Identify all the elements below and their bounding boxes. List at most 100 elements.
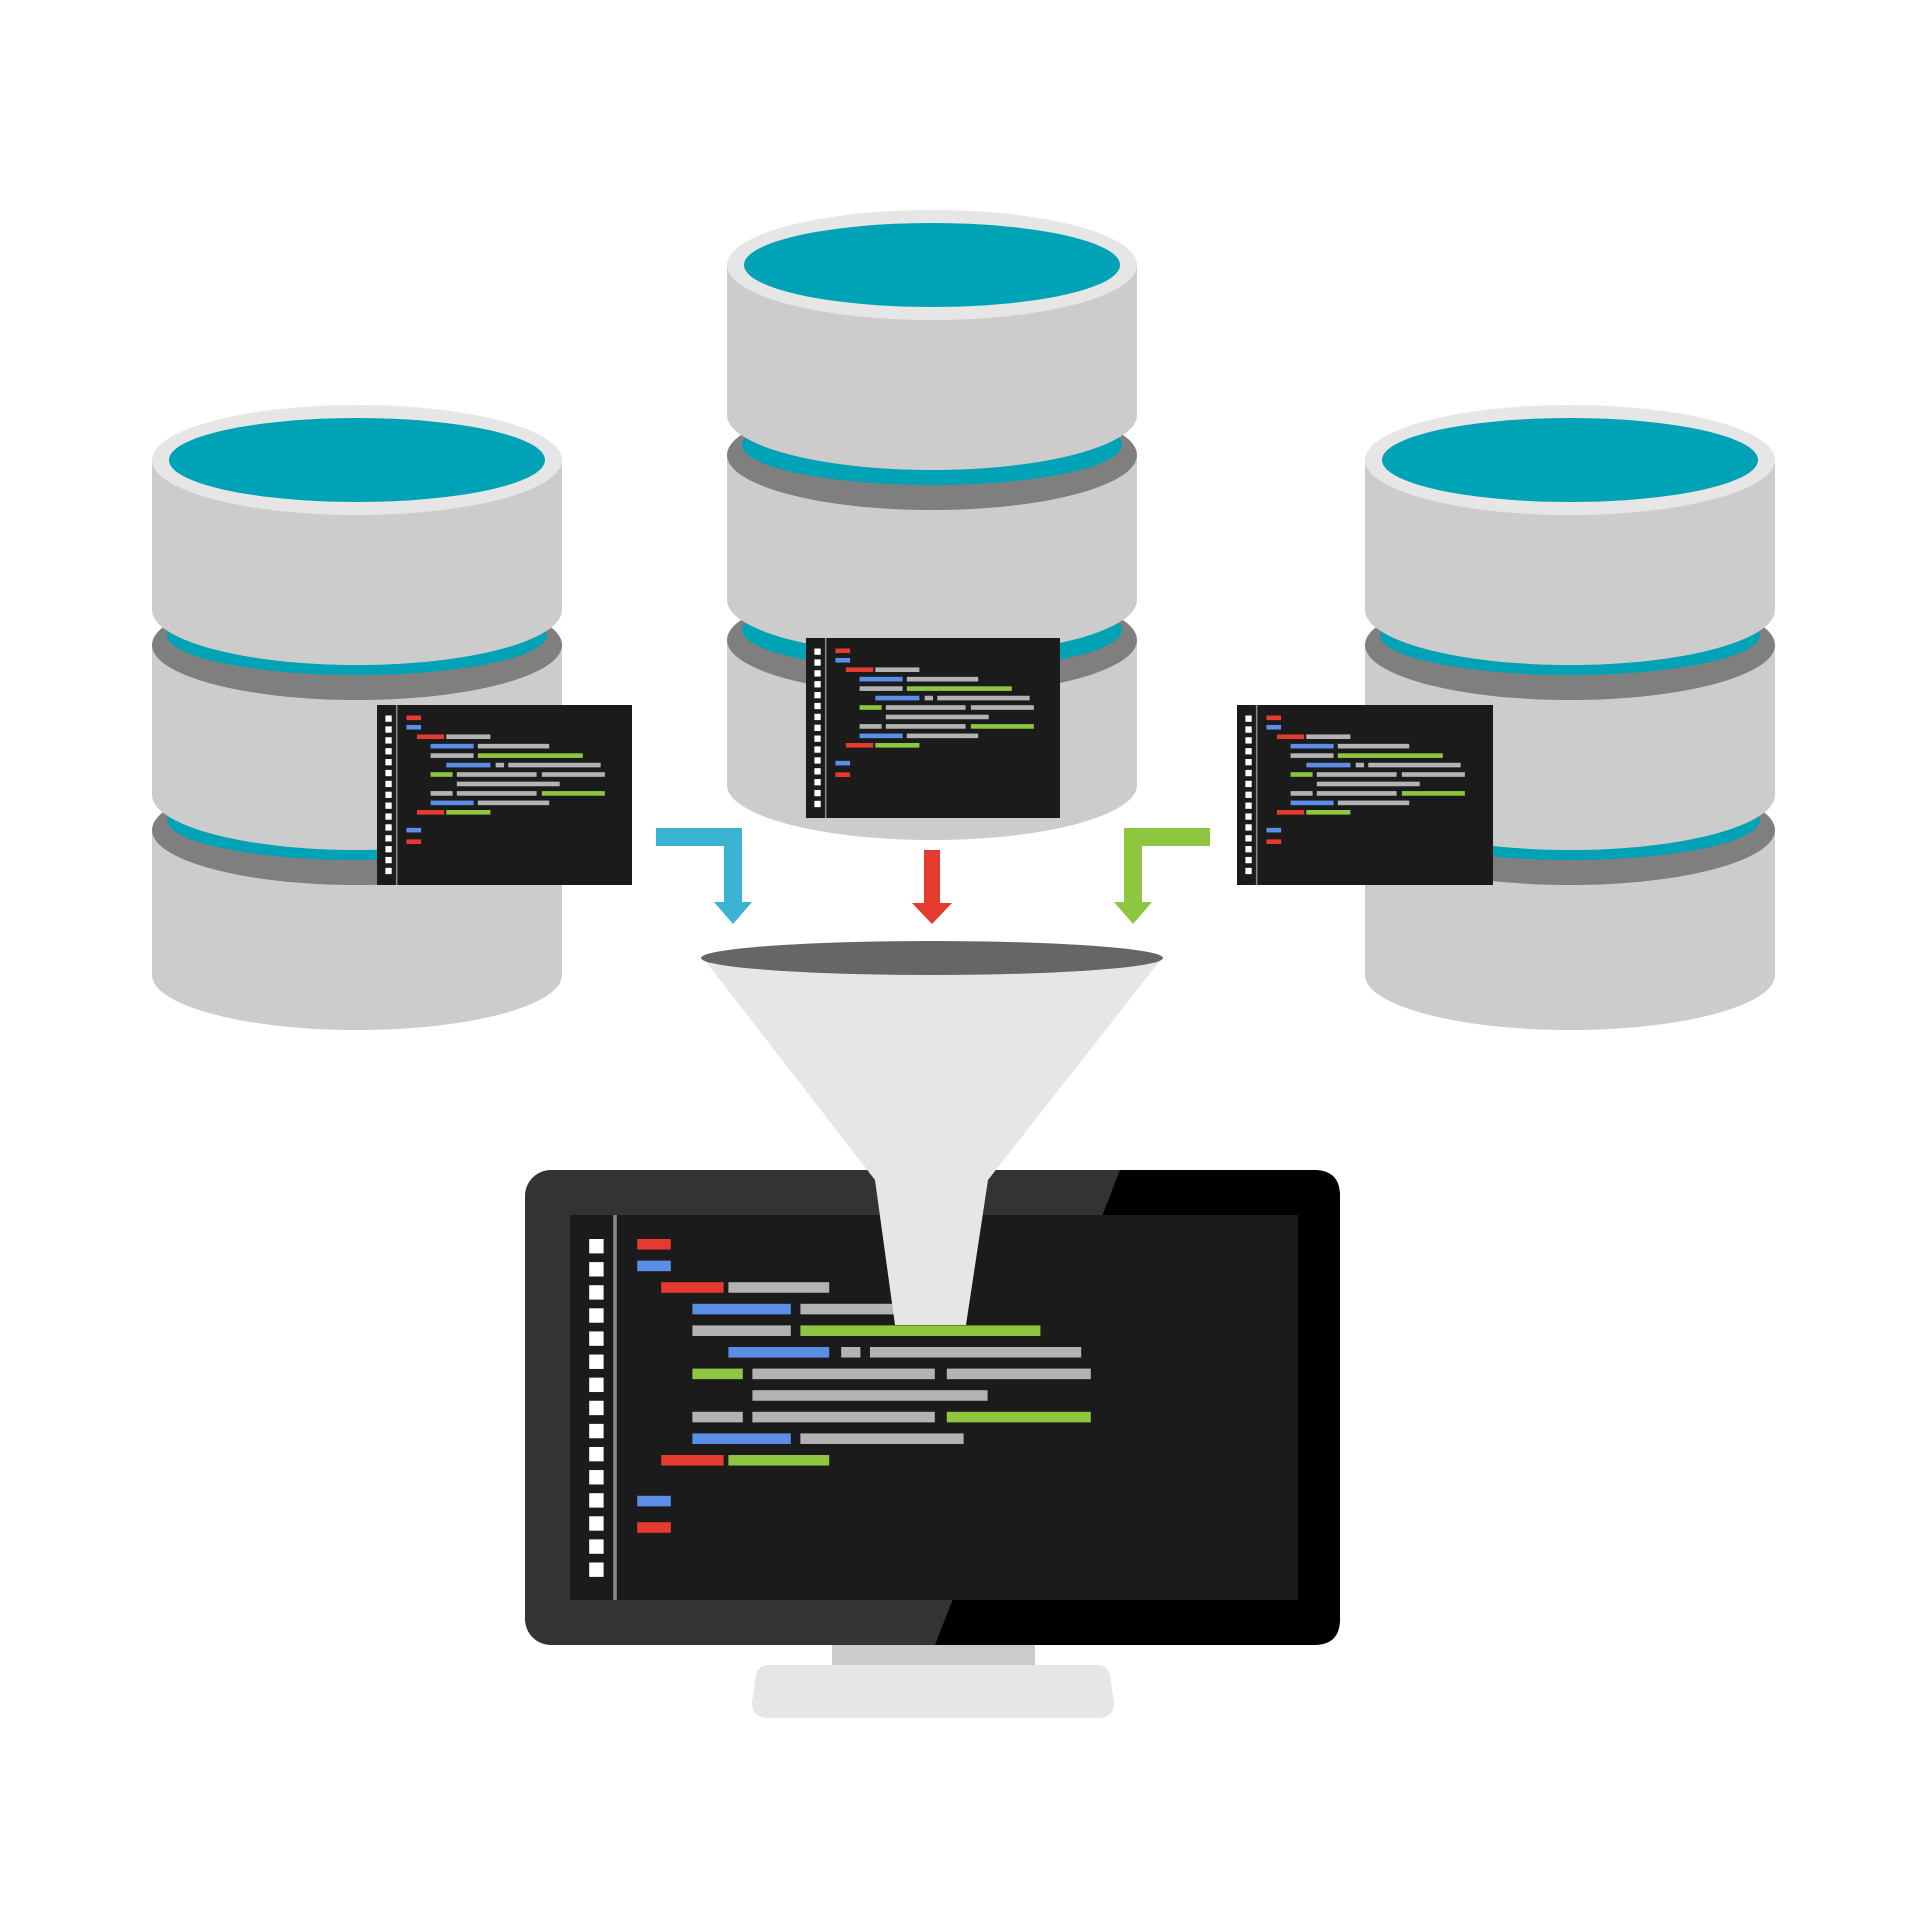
code-line-bar <box>1266 715 1282 721</box>
code-line-bar <box>637 1239 671 1250</box>
code-line-bar <box>1290 753 1334 758</box>
monitor-code-editor <box>589 1215 1091 1600</box>
gutter-marker <box>385 726 392 733</box>
code-line-bar <box>859 676 903 682</box>
gutter-marker <box>385 748 392 755</box>
code-line-bar <box>495 762 505 768</box>
db-center-tier-top <box>727 265 1137 470</box>
code-line-bar <box>692 1433 791 1444</box>
code-line-bar <box>406 839 422 845</box>
gutter-marker <box>589 1308 604 1323</box>
code-line-bar <box>1337 753 1443 758</box>
code-line-bar <box>859 686 903 691</box>
db-right-liquid-top <box>1382 418 1758 502</box>
code-line-bar <box>477 800 550 806</box>
code-line-bar <box>416 734 445 740</box>
gutter-marker <box>385 867 392 875</box>
code-line-bar <box>835 657 851 663</box>
code-line-bar <box>416 810 445 815</box>
code-line-bar <box>835 760 851 766</box>
gutter-marker <box>385 813 392 820</box>
gutter-divider <box>824 638 827 818</box>
code-line-bar <box>508 762 601 768</box>
code-line-bar <box>661 1282 724 1293</box>
code-line-bar <box>835 772 851 778</box>
gutter-marker <box>589 1400 604 1416</box>
gutter-marker <box>385 846 392 853</box>
code-line-bar <box>692 1411 743 1423</box>
funnel-icon <box>701 941 1163 1325</box>
code-line-bar <box>1276 734 1305 740</box>
code-line-bar <box>870 1347 1082 1358</box>
code-line-bar <box>970 724 1034 729</box>
gutter-marker <box>1245 726 1252 733</box>
gutter-marker <box>589 1377 604 1393</box>
monitor-icon <box>525 1170 1340 1718</box>
code-line-bar <box>446 734 491 740</box>
arrow-left-icon <box>656 828 752 924</box>
code-line-bar <box>841 1347 861 1358</box>
code-line-bar <box>406 724 422 730</box>
code-line-bar <box>430 772 453 777</box>
db-center-liquid-top <box>744 223 1120 307</box>
gutter-marker <box>589 1539 604 1554</box>
code-line-bar <box>752 1390 988 1401</box>
code-line-bar <box>800 1433 964 1444</box>
gutter-divider <box>1255 705 1258 885</box>
code-line-bar <box>541 772 605 777</box>
gutter-marker <box>1245 715 1252 722</box>
code-line-bar <box>924 695 934 701</box>
code-line-bar <box>1401 772 1465 777</box>
code-line-bar <box>456 772 537 777</box>
gutter-marker <box>814 713 821 721</box>
gutter-marker <box>1245 802 1252 809</box>
code-line-bar <box>692 1325 791 1336</box>
code-line-bar <box>1306 762 1351 768</box>
gutter-marker <box>814 724 821 731</box>
code-line-bar <box>1401 791 1465 796</box>
gutter-marker <box>589 1331 604 1346</box>
code-line-bar <box>845 667 874 673</box>
gutter-marker <box>814 692 821 699</box>
db-left-liquid-top <box>169 418 545 502</box>
gutter-marker <box>814 746 821 753</box>
gutter-marker <box>814 670 821 677</box>
code-line-bar <box>752 1368 935 1380</box>
code-line-bar <box>1316 791 1397 796</box>
funnel-body <box>703 958 1162 1325</box>
code-line-bar <box>835 648 851 654</box>
gutter-marker <box>589 1516 604 1531</box>
code-line-bar <box>875 743 920 748</box>
code-line-bar <box>477 753 583 758</box>
code-line-bar <box>875 695 920 701</box>
code-line-bar <box>1266 827 1282 833</box>
code-line-bar <box>456 781 560 787</box>
code-line-bar <box>1290 791 1313 796</box>
db-right-tier-top <box>1365 460 1775 665</box>
gutter-marker <box>589 1493 604 1508</box>
code-line-bar <box>1337 743 1410 749</box>
code-line-bar <box>1316 772 1397 777</box>
code-line-bar <box>661 1455 724 1466</box>
code-line-bar <box>875 667 920 673</box>
gutter-marker <box>385 856 392 864</box>
code-line-bar <box>477 743 550 749</box>
gutter-marker <box>814 779 821 786</box>
gutter-marker <box>814 757 821 764</box>
gutter-marker <box>1245 856 1252 864</box>
code-line-bar <box>430 791 453 796</box>
gutter-marker <box>814 768 821 775</box>
code-line-bar <box>637 1260 671 1272</box>
code-line-bar <box>637 1522 671 1533</box>
code-line-bar <box>1337 800 1410 806</box>
gutter-marker <box>1245 791 1252 798</box>
code-line-bar <box>456 791 537 796</box>
code-line-bar <box>406 827 422 833</box>
database-left-icon <box>152 405 562 1030</box>
gutter-marker <box>589 1354 604 1369</box>
gutter-marker <box>589 1470 604 1485</box>
gutter-marker <box>385 802 392 809</box>
code-line-bar <box>1316 781 1420 787</box>
arrow-right-icon <box>1114 828 1210 924</box>
